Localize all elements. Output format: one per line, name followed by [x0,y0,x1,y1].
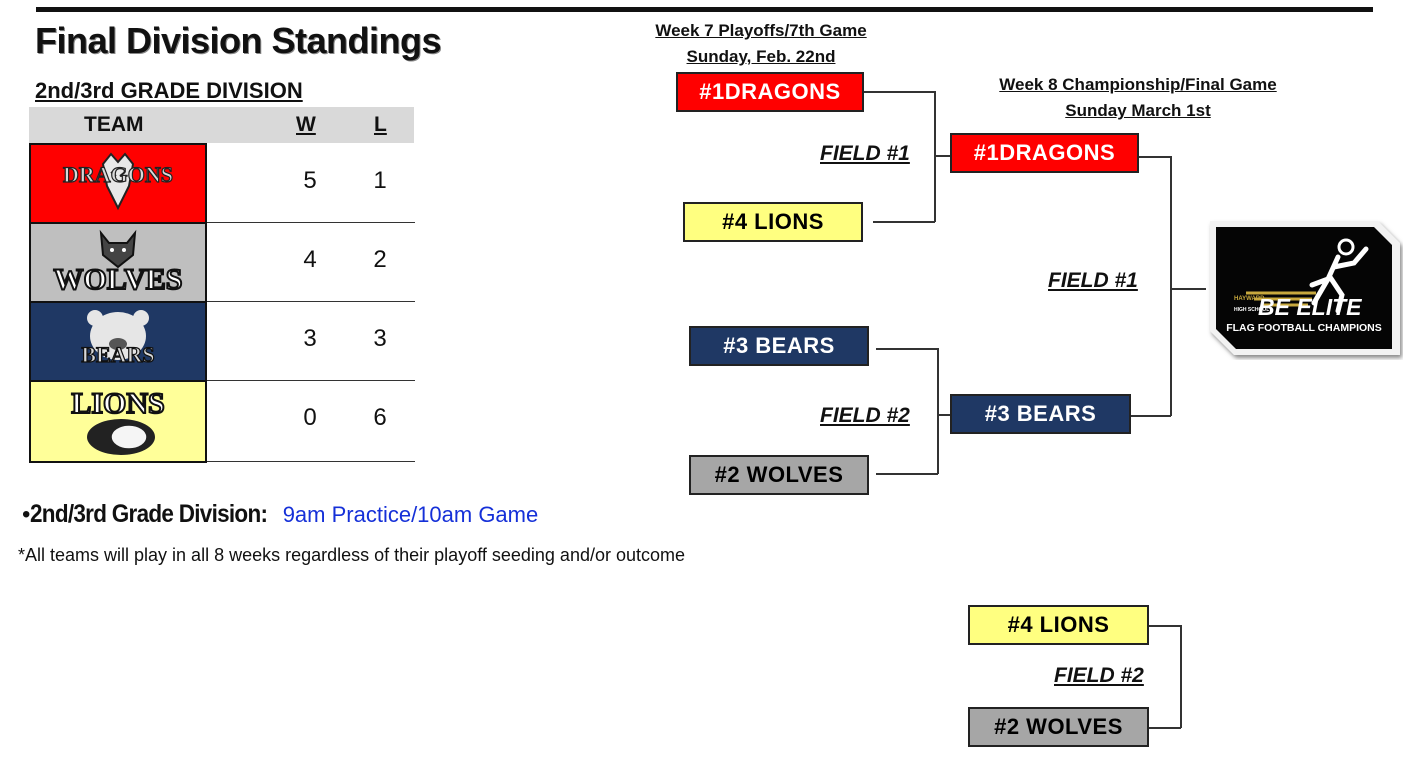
bracket-line [937,348,939,474]
bracket-slot-bears-final: #3 BEARS [950,394,1131,434]
runner-icon [1309,246,1369,314]
logo-wordmark: BEARS [81,342,154,367]
team-column-header: TEAM [84,113,144,136]
wins-cell: 3 [303,325,317,352]
division-heading: 2nd/3rd GRADE DIVISION [35,78,303,103]
losses-cell: 3 [373,325,387,352]
lions-logo: LIONS [29,380,207,463]
week7-header: Week 7 Playoffs/7th Game Sunday, Feb. 22… [622,18,900,70]
dragons-logo: DRAGONS [29,143,207,224]
bullet: • [22,501,31,528]
logo-wordmark: DRAGONS [63,162,173,187]
bracket-line [937,414,950,416]
bracket-line [873,221,935,223]
top-rule [36,7,1373,12]
footnote: *All teams will play in all 8 weeks rega… [18,545,686,565]
bracket-line [1170,156,1172,416]
wins-cell: 4 [303,246,317,273]
page-title: Final Division Standings [35,20,442,61]
school-name: HAYWARD [1234,296,1265,302]
bracket-slot-wolves: #2 WOLVES [689,455,869,495]
bracket-line [1180,625,1182,728]
bracket-slot-bears: #3 BEARS [689,326,869,366]
table-row: LIONS 0 6 [29,380,415,463]
consolation-field-label: FIELD #2 [1054,664,1144,687]
logo-headline: BE ELITE [1258,294,1362,320]
bracket-line [1149,625,1181,627]
week7-date: Sunday, Feb. 22nd [686,47,836,66]
wins-cell: 0 [303,404,317,431]
schedule-line: •2nd/3rd Grade Division: 9am Practice/10… [22,500,538,529]
bracket-line [1149,727,1181,729]
table-row: WOLVES 4 2 [29,222,415,303]
wins-cell: 5 [303,167,317,194]
losses-cell: 6 [373,404,387,431]
week8-title: Week 8 Championship/Final Game [999,75,1277,94]
losses-cell: 1 [373,167,387,194]
logo-wordmark: WOLVES [54,263,183,296]
champion-logo: HAYWARD HIGH SCHOOL BE ELITE FLAG FOOTBA… [1206,219,1403,360]
table-row: BEARS 3 3 [29,301,415,382]
logo-wordmark: LIONS [71,387,164,420]
wolves-logo: WOLVES [29,222,207,303]
bracket-slot-dragons: #1DRAGONS [676,72,864,112]
week8-header: Week 8 Championship/Final Game Sunday Ma… [968,72,1308,124]
bracket-line [1131,415,1171,417]
bracket-line [934,155,950,157]
week8-date: Sunday March 1st [1065,101,1211,120]
losses-column-header: L [374,113,387,136]
wins-column-header: W [296,113,316,136]
school-sub: HIGH SCHOOL [1234,307,1269,313]
consolation-slot-wolves: #2 WOLVES [968,707,1149,747]
bracket-slot-lions: #4 LIONS [683,202,863,242]
bears-logo: BEARS [29,301,207,382]
bracket-line [876,348,938,350]
bracket-slot-dragons-final: #1DRAGONS [950,133,1139,173]
standings-header: TEAM W L [29,107,414,143]
schedule-label: 2nd/3rd Grade Division: [30,500,268,528]
field-label: FIELD #1 [820,142,910,165]
bracket-line [876,473,938,475]
speed-lines [1246,291,1316,307]
bracket-line [1139,156,1171,158]
final-field-label: FIELD #1 [1048,269,1138,292]
field-label: FIELD #2 [820,404,910,427]
logo-subline: FLAG FOOTBALL CHAMPIONS [1226,322,1382,334]
bracket-line [1170,288,1206,290]
week7-title: Week 7 Playoffs/7th Game [655,21,867,40]
bracket-line [934,91,936,222]
consolation-slot-lions: #4 LIONS [968,605,1149,645]
schedule-time: 9am Practice/10am Game [282,502,539,527]
table-row: DRAGONS 5 1 [29,143,415,224]
losses-cell: 2 [373,246,387,273]
bracket-line [864,91,935,93]
